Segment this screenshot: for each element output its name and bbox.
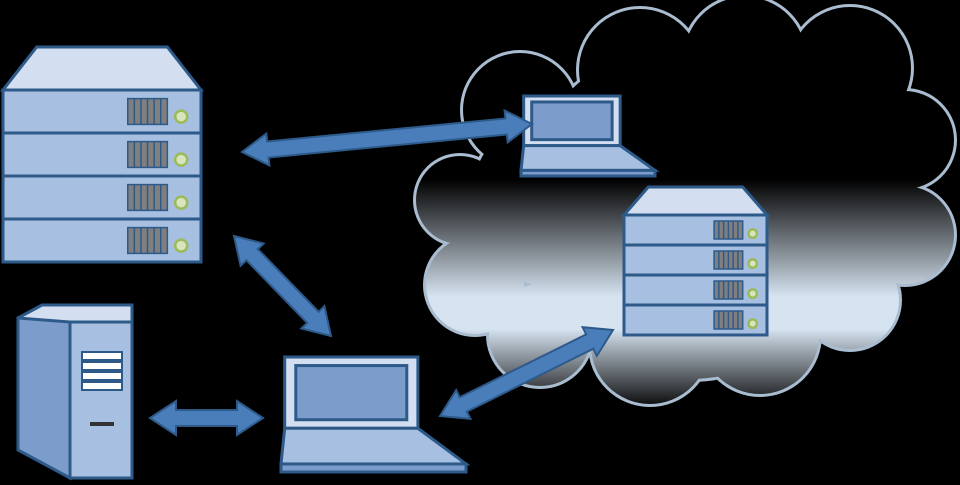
rack-server [0,45,205,264]
server-unit [1,174,203,221]
server-unit [622,273,769,307]
drive-bay [81,371,123,381]
tower-front [68,320,134,480]
server-unit [622,213,769,247]
arrow-rack-to-cloud-laptop [240,108,534,168]
arrow-local-laptop-to-cloud-server [438,326,615,420]
laptop-base [519,168,657,178]
server-top [620,185,771,217]
status-led-icon [747,318,759,330]
server-unit [1,88,203,135]
laptop-local [279,355,471,474]
laptop-screen [294,364,409,422]
laptop-cloud [519,94,660,178]
server-unit-panel [622,303,769,337]
server-unit-panel [1,88,203,135]
vent-icon [713,220,744,240]
server-unit-panel [1,131,203,178]
status-led-icon [173,238,189,253]
arrow-tower-to-local-laptop [148,399,265,437]
server-unit-panel [622,273,769,307]
server-unit [622,303,769,337]
server-unit [1,217,203,264]
tower-server [16,303,134,481]
vent-icon [126,140,169,169]
vent-icon [126,226,169,255]
vent-icon [126,97,169,126]
vent-icon [713,310,744,330]
server-unit [622,243,769,277]
laptop-keyboard [279,426,471,466]
status-led-icon [747,288,759,300]
vent-icon [713,250,744,270]
drive-bay [81,351,123,361]
tower-slot [90,422,114,426]
server-top [0,45,205,92]
vent-icon [126,183,169,212]
vent-icon [713,280,744,300]
status-led-icon [173,109,189,124]
server-unit-panel [1,174,203,221]
server-unit-panel [622,243,769,277]
cloud-server [620,185,771,337]
status-led-icon [173,195,189,210]
status-led-icon [747,258,759,270]
cloud-fill [731,111,909,289]
laptop-base [279,462,468,474]
arrow-rack-to-local-laptop [232,234,333,338]
drive-bay [81,361,123,371]
server-unit-panel [622,213,769,247]
laptop-screen [530,100,614,142]
server-unit-panel [1,217,203,264]
server-unit [1,131,203,178]
status-led-icon [747,228,759,240]
drive-bay [81,381,123,391]
status-led-icon [173,152,189,167]
tower-side [16,316,72,481]
